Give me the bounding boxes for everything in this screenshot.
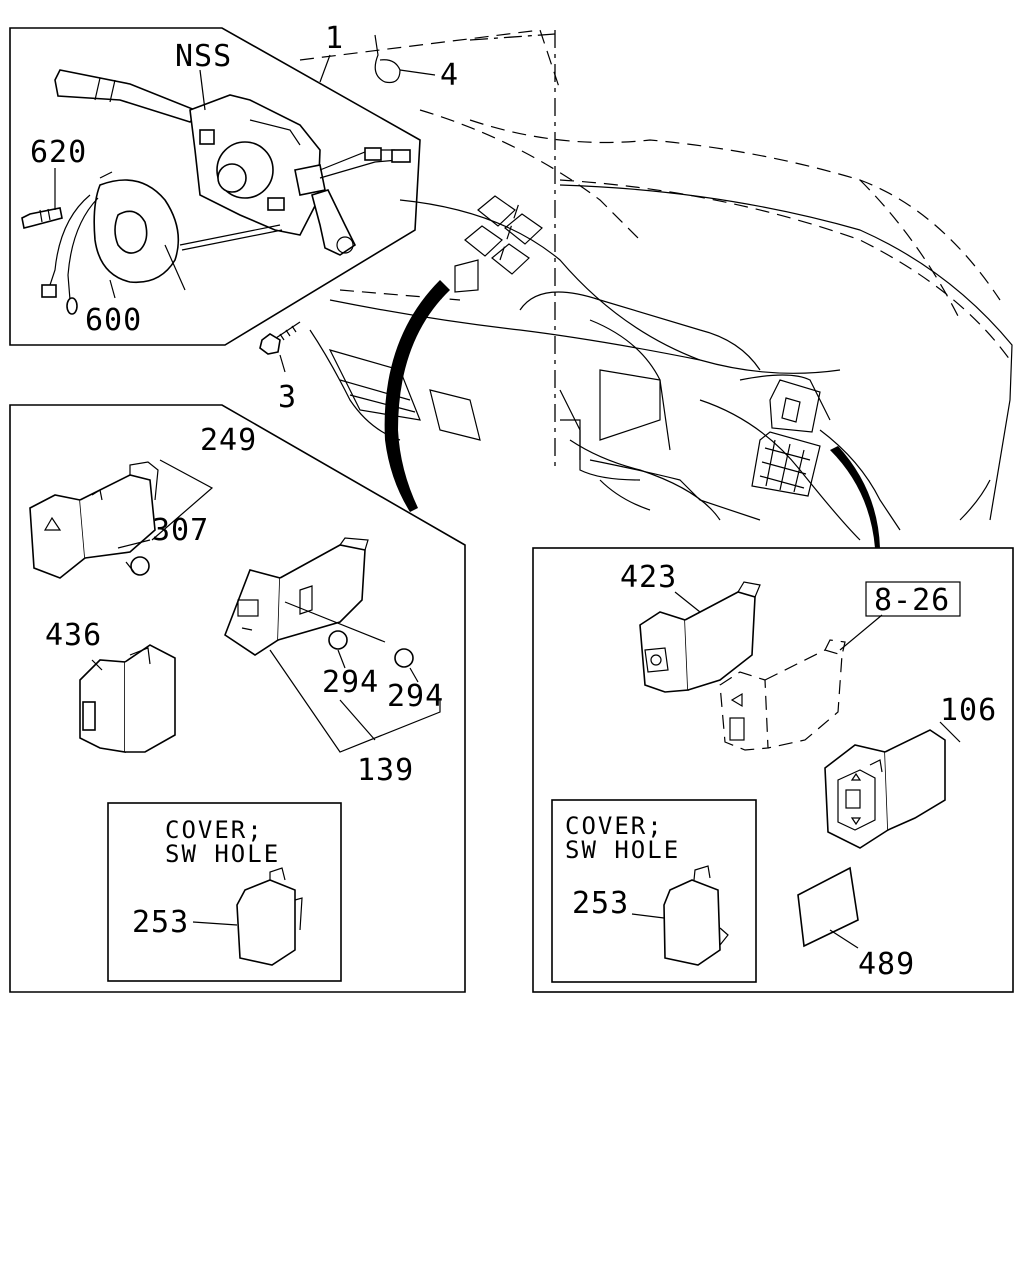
callout-3: 3 — [278, 380, 297, 415]
cover-box-right — [551, 799, 757, 983]
callout-1: 1 — [325, 21, 344, 56]
clock-spring — [41, 171, 186, 315]
cover-left-line1: COVER; — [165, 816, 264, 844]
clip-4 — [374, 34, 436, 84]
dimmer-switch-436 — [79, 644, 176, 753]
clip-307 — [125, 556, 150, 576]
callout-253-a: 253 — [132, 905, 189, 940]
switch-8-26 — [719, 639, 846, 751]
sw-hole-cover-left — [236, 867, 303, 966]
wiper-stalk — [311, 189, 357, 256]
cover-box-left — [107, 802, 342, 982]
callout-294-b: 294 — [387, 679, 444, 714]
defogger-switch-139 — [224, 537, 369, 656]
cover-left-line2: SW HOLE — [165, 840, 280, 868]
callout-620: 620 — [30, 135, 87, 170]
callout-600: 600 — [85, 303, 142, 338]
callout-106: 106 — [940, 693, 997, 728]
clip-294-b — [394, 648, 414, 668]
callout-423: 423 — [620, 560, 677, 595]
cover-right-line2: SW HOLE — [565, 836, 680, 864]
sw-hole-cover-right — [663, 865, 729, 966]
callout-4: 4 — [440, 58, 459, 93]
callout-139: 139 — [357, 753, 414, 788]
bolt-620 — [21, 168, 63, 229]
switch-body — [189, 94, 326, 236]
hazard-switch-249 — [29, 461, 159, 579]
callout-253-b: 253 — [572, 886, 629, 921]
callout-294-a: 294 — [322, 665, 379, 700]
ref-box-8-26 — [865, 581, 961, 617]
cover-right-line1: COVER; — [565, 812, 664, 840]
panel-left-switches — [9, 404, 466, 993]
panel-combination-switch — [9, 27, 421, 346]
dashboard-outline — [299, 29, 1013, 541]
callout-nss: NSS — [175, 39, 232, 74]
mirror-switch-106 — [824, 729, 946, 849]
callout-307: 307 — [152, 513, 209, 548]
ref-8-26: 8-26 — [874, 583, 950, 618]
callout-249: 249 — [200, 423, 257, 458]
leader-arc-right — [830, 446, 880, 548]
callout-489: 489 — [858, 947, 915, 982]
clip-294-a — [328, 630, 348, 650]
screw-3 — [259, 321, 301, 373]
switch-423 — [639, 581, 761, 693]
pad-489 — [797, 866, 859, 948]
harness-connectors — [179, 147, 411, 251]
turn-signal-stalk — [54, 69, 202, 123]
callout-436: 436 — [45, 618, 102, 653]
leader-arc-left — [384, 280, 450, 512]
panel-right-switches — [532, 547, 1014, 993]
